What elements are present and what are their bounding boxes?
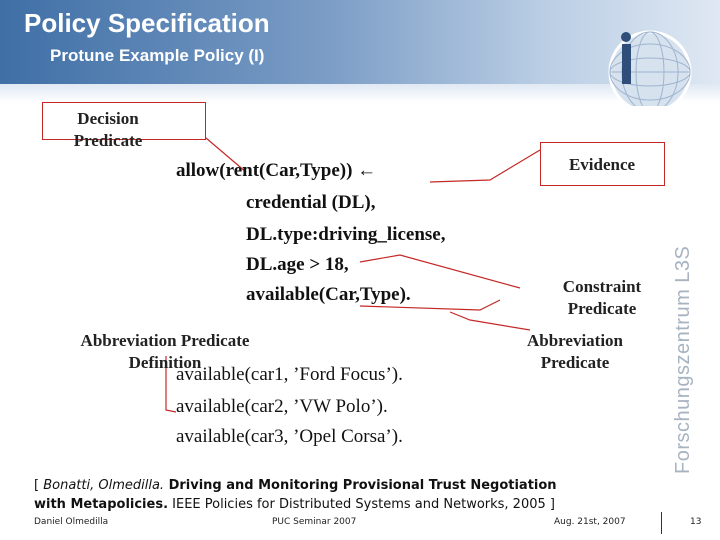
rule-body-age: DL.age > 18, (246, 254, 349, 275)
decision-predicate-label-line1: Decision (77, 109, 139, 128)
page-subtitle: Protune Example Policy (I) (50, 46, 265, 65)
abbreviation-definition-label-line2: Definition (128, 353, 202, 372)
constraint-predicate-label: Constraint Predicate (528, 276, 676, 320)
abbreviation-definition-label: Abbreviation Predicate Definition (42, 330, 288, 374)
evidence-callout-box (540, 142, 665, 186)
constraint-predicate-label-line2: Predicate (567, 299, 637, 318)
constraint-predicate-label-line1: Constraint (562, 277, 642, 296)
decision-predicate-callout-box (42, 102, 206, 140)
citation: [ Bonatti, Olmedilla. Driving and Monito… (34, 476, 664, 514)
citation-venue: IEEE Policies for Distributed Systems an… (168, 497, 555, 512)
header-banner (0, 0, 720, 84)
rule-body-type: DL.type:driving_license, (246, 224, 446, 245)
decision-predicate-label-line2: Predicate (73, 131, 143, 150)
decision-predicate-label: Decision Predicate (40, 108, 176, 152)
rule-head: allow(rent(Car,Type)) ← (176, 160, 377, 181)
fact-line: available(car3, ’Opel Corsa’). (176, 426, 403, 447)
page-title: Policy Specification (24, 8, 270, 38)
rule-body-credential: credential (DL), (246, 192, 376, 213)
fact-line: available(car2, ’VW Polo’). (176, 396, 388, 417)
footer-divider (661, 512, 662, 534)
rule-body-available: available(Car,Type). (246, 284, 411, 305)
abbreviation-predicate-label-line1: Abbreviation (526, 331, 624, 350)
footer-author: Daniel Olmedilla (34, 517, 109, 527)
citation-title-line1: Driving and Monitoring Provisional Trust… (164, 478, 557, 493)
header-fade (0, 84, 720, 102)
abbreviation-definition-label-line1: Abbreviation Predicate (80, 331, 250, 350)
page-number: 13 (690, 517, 702, 527)
evidence-label: Evidence (568, 155, 636, 174)
citation-authors: Bonatti, Olmedilla. (43, 478, 165, 493)
abbreviation-predicate-label: Abbreviation Predicate (498, 330, 652, 374)
l3s-globe-logo (608, 30, 692, 106)
citation-open: [ (34, 478, 44, 493)
footer-event: PUC Seminar 2007 (272, 517, 357, 527)
footer-date: Aug. 21st, 2007 (554, 517, 626, 527)
fact-line: available(car1, ’Ford Focus’). (176, 364, 403, 385)
citation-title-line2: with Metapolicies. (34, 497, 169, 512)
abbreviation-predicate-label-line2: Predicate (540, 353, 610, 372)
